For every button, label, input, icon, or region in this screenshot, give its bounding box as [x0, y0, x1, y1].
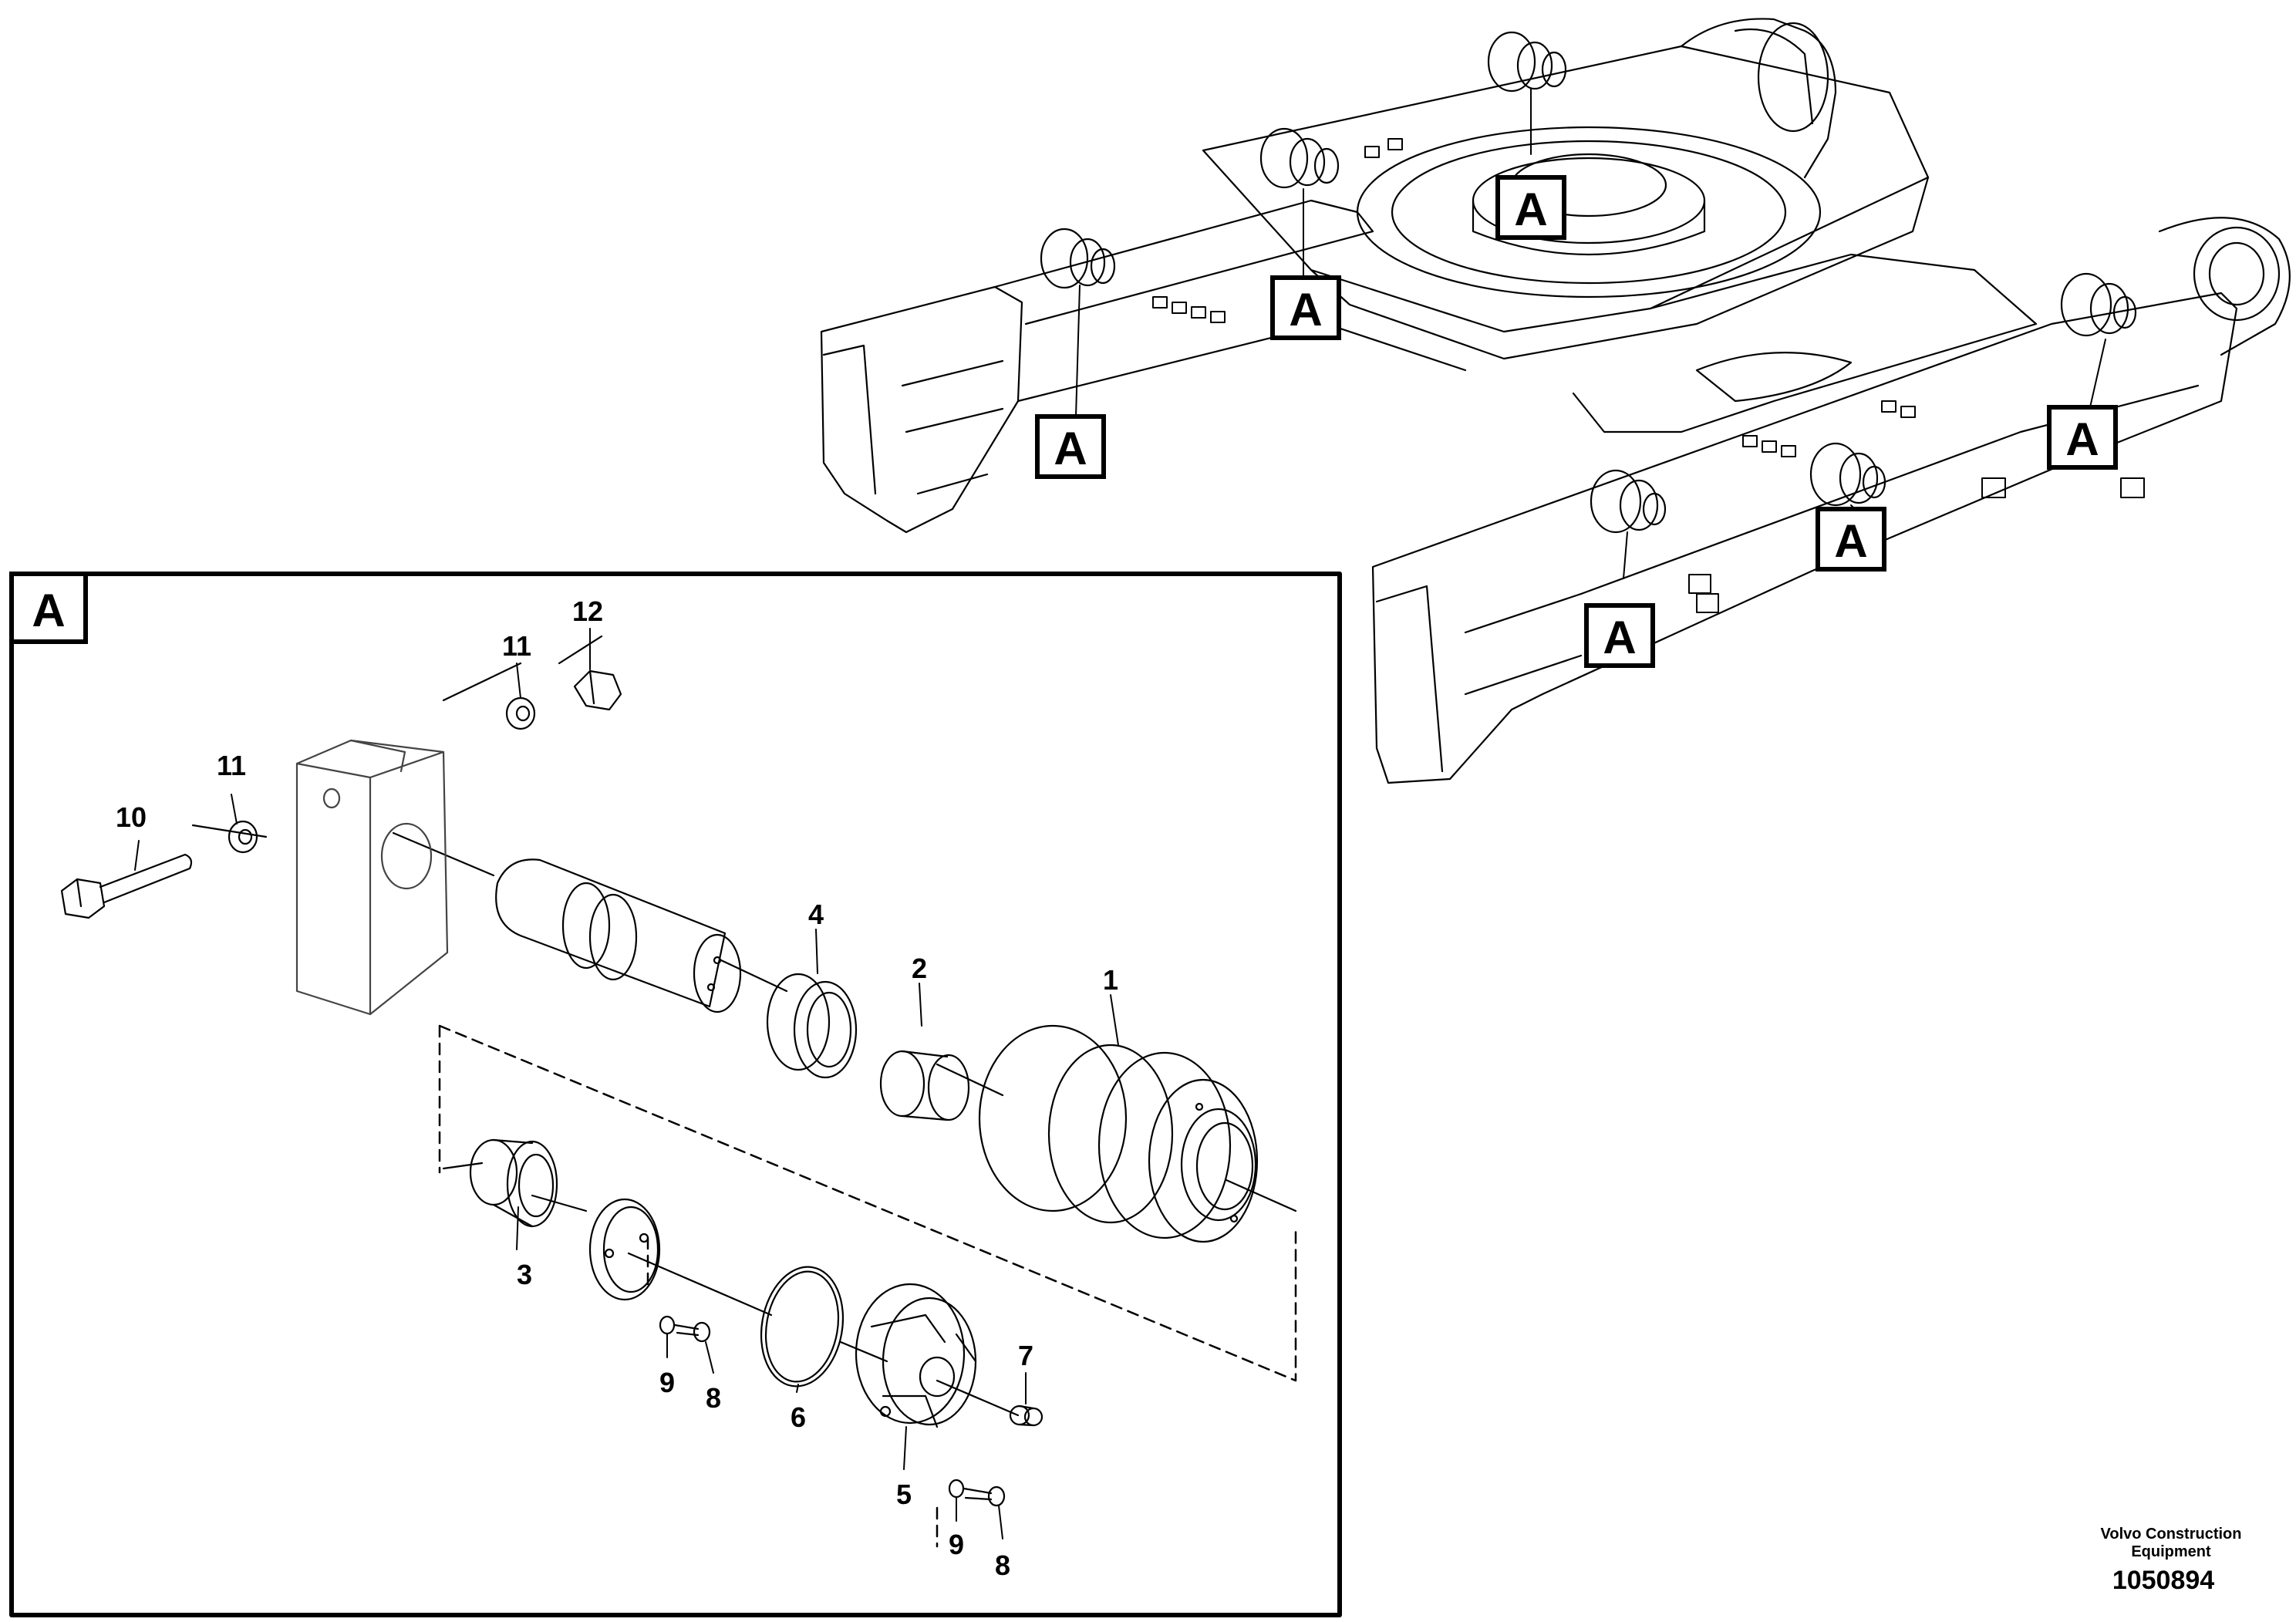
- svg-text:A: A: [1514, 184, 1547, 235]
- part-3-bushing: [469, 1138, 558, 1228]
- part-number-6: 6: [791, 1401, 806, 1433]
- bracket-block: [295, 739, 449, 1016]
- cover-plate: [588, 1198, 661, 1301]
- carrier-roller-2: [1259, 127, 1340, 189]
- part-number-10: 10: [116, 801, 147, 833]
- svg-text:A: A: [1054, 423, 1087, 474]
- part-8-bolt-a: [673, 1321, 711, 1343]
- part-number-8a: 8: [706, 1382, 721, 1414]
- part-6-o-ring: [760, 1266, 845, 1388]
- undercarriage-frame: [820, 18, 2291, 784]
- detail-view-label: A: [9, 572, 88, 644]
- footer-manufacturer-line2: Equipment: [2131, 1543, 2211, 1560]
- part-7-plug: [1009, 1404, 1043, 1427]
- part-number-7: 7: [1018, 1340, 1033, 1371]
- carrier-roller-4: [2060, 272, 2137, 337]
- callout-A-1: A: [1035, 414, 1106, 479]
- part-number-9a: 9: [659, 1367, 675, 1398]
- part-number-3: 3: [517, 1259, 532, 1290]
- part-11-washer-right: [505, 696, 536, 730]
- footer-drawing-number: 1050894: [2112, 1566, 2214, 1595]
- footer-manufacturer-line1: Volvo Construction: [2101, 1526, 2242, 1543]
- shaft: [495, 858, 742, 1013]
- part-9-washer-b: [948, 1479, 965, 1499]
- callout-A-3: A: [1495, 175, 1566, 240]
- part-2-bushing: [879, 1050, 970, 1121]
- svg-text:A: A: [1289, 284, 1322, 336]
- part-number-9b: 9: [949, 1529, 964, 1560]
- part-10-bolt: [60, 853, 193, 919]
- callout-leaders: [1075, 88, 2106, 579]
- carrier-roller-6: [1590, 469, 1667, 534]
- svg-text:A: A: [2065, 413, 2099, 465]
- detail-view-frame: [9, 572, 1342, 1617]
- carrier-roller-1: [1040, 228, 1116, 289]
- assembly-guide-dashed: [438, 1024, 1297, 1548]
- part-9-washer-a: [659, 1315, 676, 1335]
- callout-A-5: A: [1816, 507, 1886, 572]
- part-number-5: 5: [896, 1479, 912, 1510]
- part-number-1: 1: [1103, 964, 1118, 996]
- part-leader-lines: [134, 628, 1119, 1539]
- assembly-axis-lines: [191, 635, 1297, 1417]
- svg-text:A: A: [32, 585, 65, 636]
- part-number-4: 4: [808, 899, 824, 930]
- part-11-washer-left: [228, 820, 258, 854]
- carrier-roller-5: [1809, 442, 1886, 507]
- callout-A-2: A: [1270, 275, 1341, 340]
- part-number-12: 12: [572, 595, 603, 627]
- part-12-nut: [573, 669, 622, 711]
- part-number-8b: 8: [995, 1549, 1010, 1581]
- svg-text:A: A: [1603, 612, 1636, 663]
- part-4-seal: [766, 973, 858, 1079]
- svg-text:A: A: [1834, 515, 1867, 567]
- callout-A-4: A: [2047, 405, 2118, 470]
- part-8-bolt-b: [963, 1485, 1006, 1507]
- part-number-11b: 11: [502, 630, 531, 662]
- carrier-roller-3: [1487, 31, 1567, 93]
- callout-A-6: A: [1584, 603, 1655, 668]
- part-number-11a: 11: [217, 750, 246, 781]
- part-1-roller: [978, 1024, 1259, 1243]
- part-number-2: 2: [912, 953, 927, 984]
- part-5-end-cap: [855, 1283, 977, 1428]
